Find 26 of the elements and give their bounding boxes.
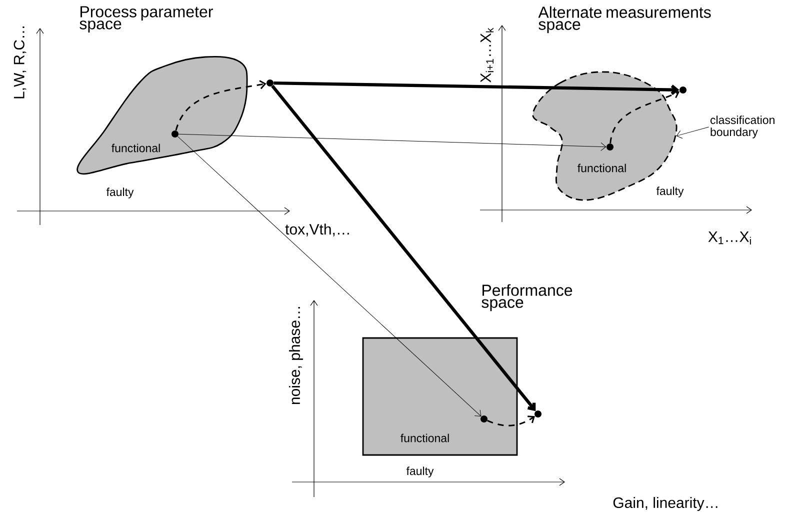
axis-label: tox,Vth,… [285,224,349,236]
axis-label: X$_{i+1}$…X$_{k}$ [480,28,494,82]
point [680,86,687,94]
point [606,144,614,150]
region-label: faulty [406,466,434,478]
point [172,130,178,138]
axis-label: Gain, linearity… [613,497,718,511]
axis-label: X$_{1}$…X$_{i}$ [708,232,751,244]
callout-text: classification boundary [710,116,774,138]
region-label: faulty [106,188,134,198]
point [480,416,488,422]
arrow [274,81,680,96]
arrow [487,416,535,426]
arrow [178,134,606,151]
arrow [676,126,710,139]
arrow [175,80,266,131]
point [534,410,542,418]
axis-label: L,W, R,C… [14,26,26,98]
plot-title: Process parameter space [80,6,213,33]
arrow [271,84,536,412]
arrow [177,136,482,416]
plot-title: Alternate measurements space [538,6,711,34]
point [266,80,274,86]
axis-label: noise, phase… [289,307,303,404]
arrow [610,90,680,144]
plot-title: Performance space [482,284,572,312]
